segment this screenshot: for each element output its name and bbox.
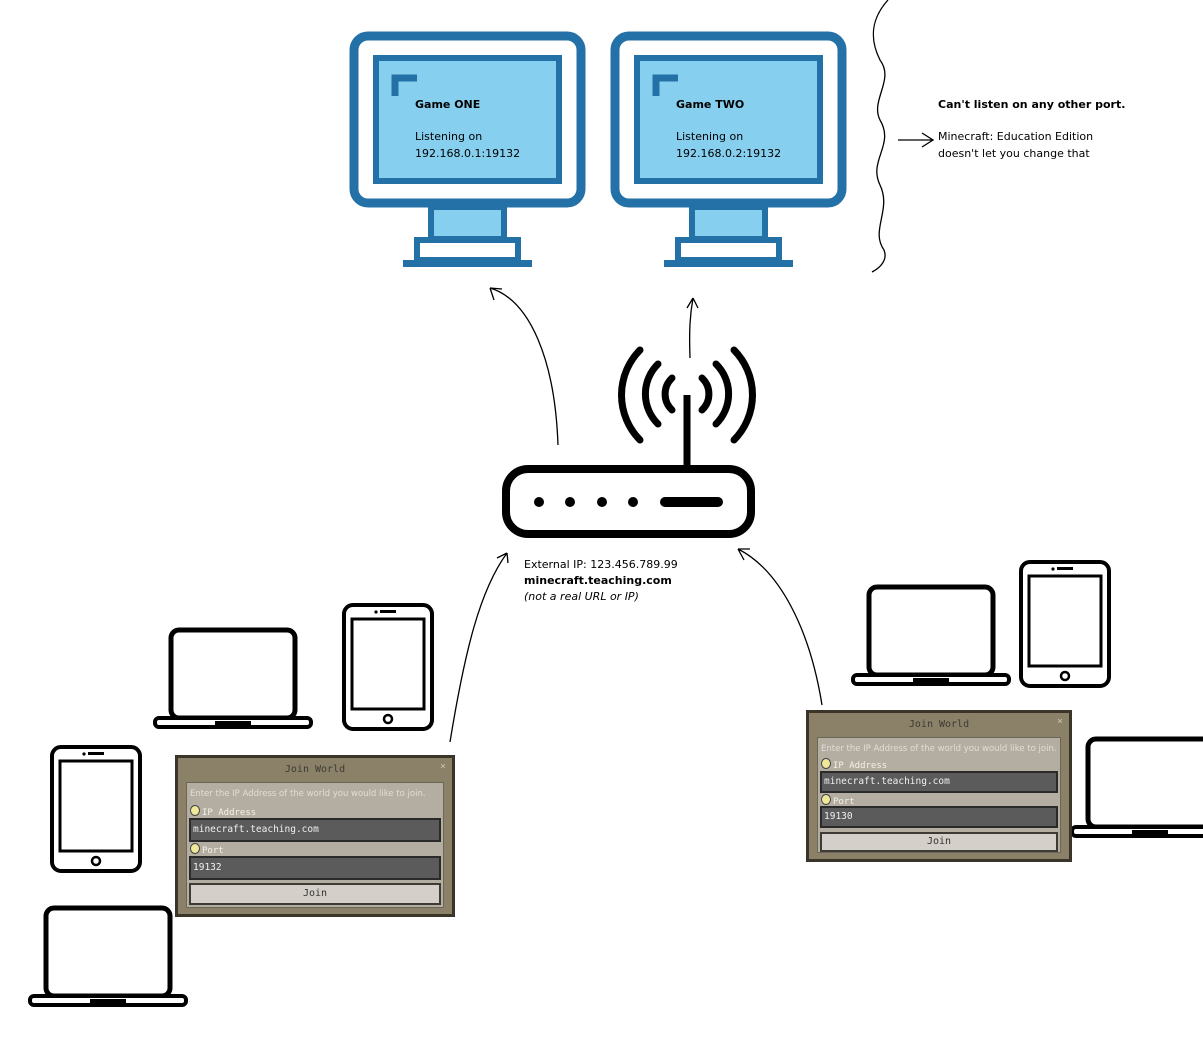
port-label: Port <box>833 797 855 807</box>
ip-address-input[interactable]: minecraft.teaching.com <box>189 818 441 842</box>
port-input[interactable]: 19130 <box>820 806 1058 828</box>
join-world-dialog-left: Join World × Enter the IP Address of the… <box>175 755 455 917</box>
dialog-description: Enter the IP Address of the world you wo… <box>190 789 426 799</box>
ip-label: IP Address <box>833 761 888 771</box>
router-host: minecraft.teaching.com <box>524 574 672 587</box>
info-icon <box>190 805 200 816</box>
game-one-title: Game ONE <box>415 98 481 111</box>
router-icon <box>502 346 756 538</box>
dialog-title: Join World <box>284 764 346 775</box>
note-arrow <box>898 132 935 148</box>
device-laptop <box>1072 739 1203 836</box>
ip-address-input[interactable]: minecraft.teaching.com <box>820 771 1058 793</box>
info-icon <box>821 758 831 769</box>
port-input[interactable]: 19132 <box>189 856 441 880</box>
game-two-address: 192.168.0.2:19132 <box>676 147 782 160</box>
device-laptop <box>853 587 1009 684</box>
ip-label: IP Address <box>202 808 257 818</box>
wavy-divider <box>871 0 889 273</box>
dialog-title: Join World <box>908 719 970 730</box>
device-tablet <box>342 603 434 731</box>
note-line-1: Can't listen on any other port. <box>938 98 1126 111</box>
device-tablet <box>1019 560 1111 688</box>
game-one-listening: Listening on <box>415 130 483 143</box>
device-laptop <box>155 630 311 727</box>
port-label: Port <box>202 846 224 856</box>
join-button[interactable]: Join <box>189 883 441 905</box>
game-two-listening: Listening on <box>676 130 744 143</box>
join-world-dialog-right: Join World × Enter the IP Address of the… <box>806 710 1072 862</box>
info-icon <box>821 794 831 805</box>
dialog-description: Enter the IP Address of the world you wo… <box>821 744 1057 754</box>
join-button[interactable]: Join <box>820 832 1058 852</box>
device-tablet <box>50 745 142 873</box>
game-two-title: Game TWO <box>676 98 745 111</box>
device-laptop <box>30 908 186 1005</box>
arrows <box>449 287 823 743</box>
close-icon[interactable]: × <box>439 761 446 772</box>
game-one-address: 192.168.0.1:19132 <box>415 147 521 160</box>
router-disclaimer: (not a real URL or IP) <box>524 590 639 603</box>
note-line-2: Minecraft: Education Edition <box>938 130 1094 143</box>
info-icon <box>190 843 200 854</box>
external-ip: External IP: 123.456.789.99 <box>524 558 678 571</box>
note-line-3: doesn't let you change that <box>938 147 1090 160</box>
close-icon[interactable]: × <box>1056 716 1063 727</box>
